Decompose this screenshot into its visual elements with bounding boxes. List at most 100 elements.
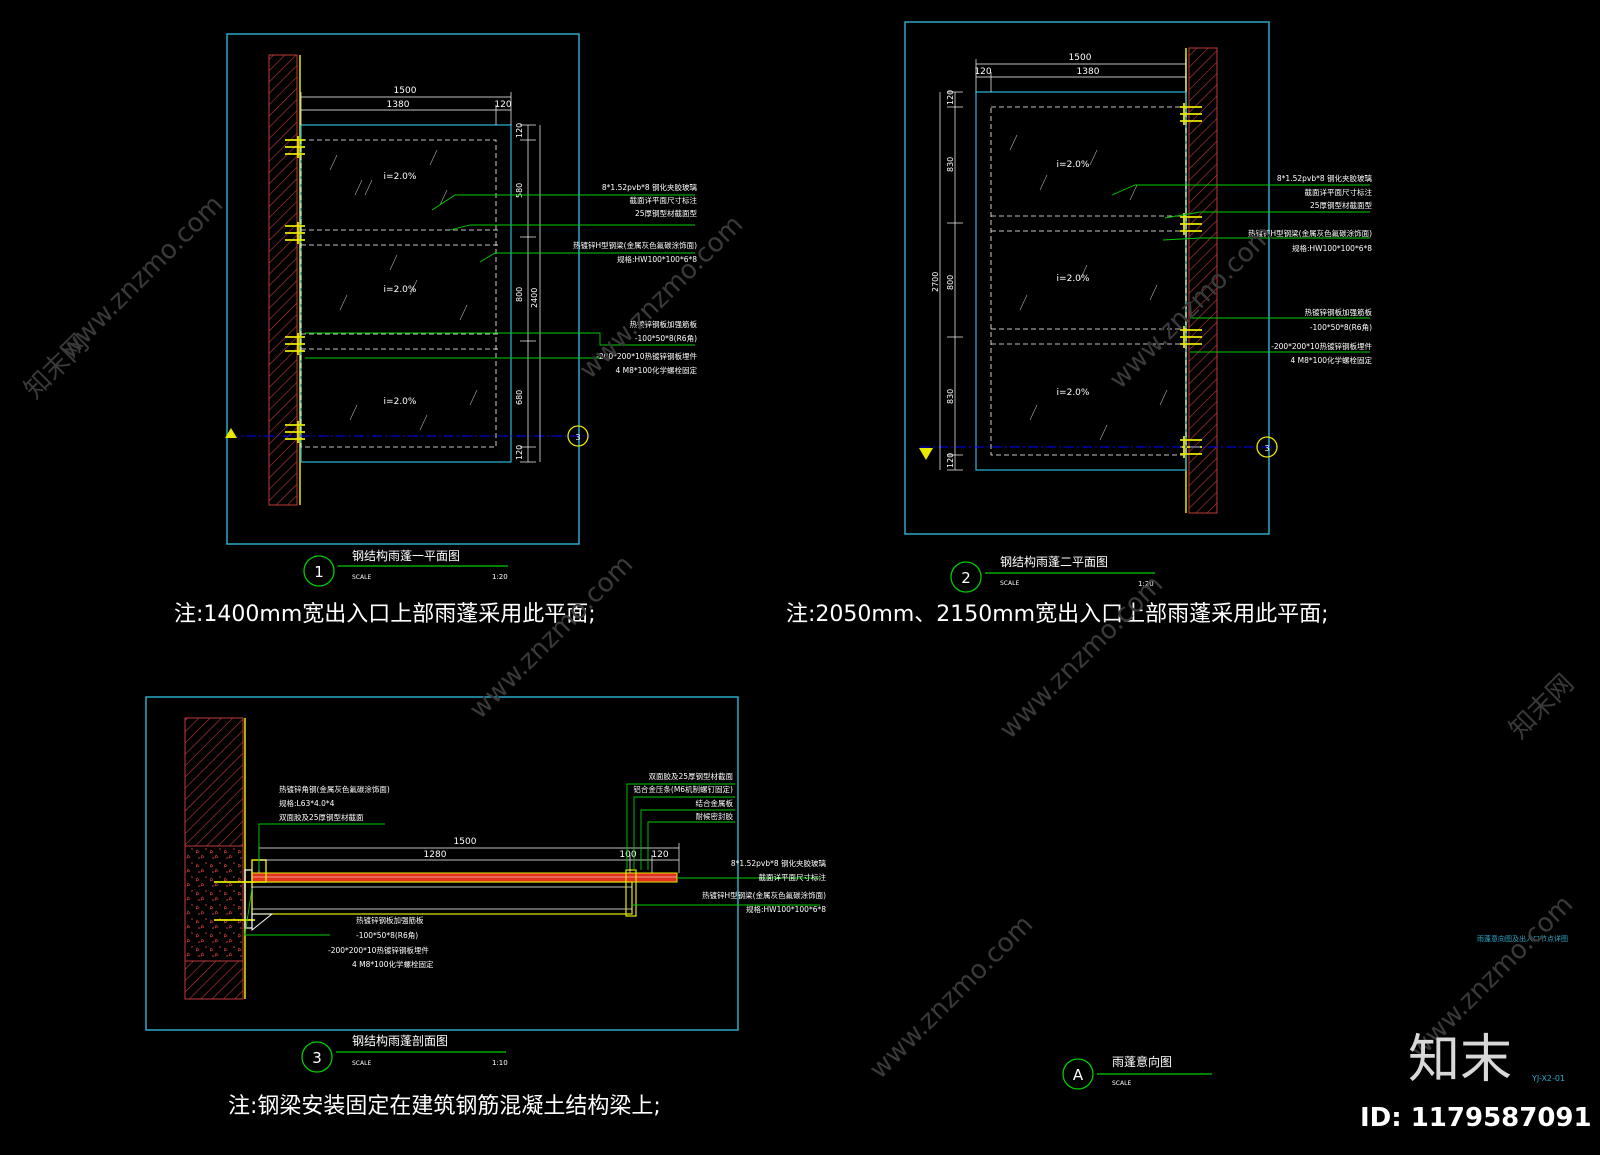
view1-dim-right: 120 <box>515 123 524 138</box>
view2-slope: i=2.0% <box>1057 388 1090 398</box>
view1-axis-marker <box>567 425 589 447</box>
view1-plan: 3 1500 1380 120 120 580 800 680 120 2400… <box>174 33 698 627</box>
callout-line: 热镀锌H型钢梁(金属灰色氟碳涂饰面) <box>1248 228 1372 238</box>
view3-rib-plate <box>251 913 274 932</box>
callout-line: 截面详平面尺寸标注 <box>759 872 827 882</box>
sheet-code: YJ-X2-01 <box>1531 1074 1565 1083</box>
view3-frame <box>145 696 739 1031</box>
watermark-id: ID: 1179587091 <box>1360 1103 1592 1133</box>
view2-slope: i=2.0% <box>1057 160 1090 170</box>
view2-axis-triangle-icon <box>919 448 933 460</box>
view1-dim-right: 580 <box>515 183 524 198</box>
view1-dim-right: 800 <box>515 287 524 302</box>
view1-dim-lines <box>300 92 541 463</box>
view1-canopy-inner <box>300 139 497 448</box>
view3-scale-label: SCALE <box>352 1060 371 1067</box>
watermark-site: www.znzmo.com <box>994 570 1169 745</box>
callout-line: 热镀锌H型钢梁(金属灰色氟碳涂饰面) <box>702 890 826 900</box>
callout-line: 规格:HW100*100*6*8 <box>1292 243 1372 253</box>
view3-wall-beam <box>184 845 244 962</box>
callout-line: 热镀锌钢板加强筋板 <box>1305 307 1373 317</box>
callout-line: 热镀锌角钢(金属灰色氟碳涂饰面) <box>279 784 390 794</box>
view3-dim-top-b: 100 <box>619 850 636 860</box>
view1-bolts <box>285 136 305 443</box>
view1-dim-total: 2400 <box>530 288 539 308</box>
view1-dim-right: 680 <box>515 390 524 405</box>
viewA-title: 雨蓬意向图 <box>1112 1054 1172 1069</box>
view1-callout-glass: 8*1.52pvb*8 钢化夹胶玻璃 截面详平面尺寸标注 25厚钢型材截面型 <box>602 182 698 218</box>
view2-dim-left: 800 <box>946 275 955 290</box>
view3-wall-upper <box>184 717 244 847</box>
view1-scale-label: SCALE <box>352 574 371 581</box>
view2-bolts <box>1180 103 1202 458</box>
view1-leaders <box>305 194 695 359</box>
view2-dim-top-total: 1500 <box>1069 53 1092 63</box>
callout-line: 规格:L63*4.0*4 <box>279 798 335 808</box>
view3-callout-right: 8*1.52pvb*8 钢化夹胶玻璃 截面详平面尺寸标注 热镀锌H型钢梁(金属灰… <box>702 858 826 914</box>
view2-dim-left: 120 <box>946 453 955 468</box>
view1-badge-number: 1 <box>314 563 324 581</box>
view1-scale-value: 1:20 <box>492 573 508 581</box>
view3-badge-number: 3 <box>312 1049 322 1067</box>
view1-note: 注:1400mm宽出入口上部雨蓬采用此平面; <box>174 602 596 627</box>
callout-line: -100*50*8(R6角) <box>1310 322 1372 332</box>
callout-line: 截面详平面尺寸标注 <box>1305 187 1373 197</box>
view2-plan: 3 1500 120 1380 120 830 800 830 120 2700… <box>786 21 1373 627</box>
watermark-site: www.znzmo.com <box>864 910 1039 1085</box>
viewA-side-text: 雨蓬意向图及出入口节点详图 <box>1477 934 1568 943</box>
view1-axis-label: 3 <box>575 433 580 442</box>
view3-dim-top-total: 1500 <box>454 837 477 847</box>
view1-axis-triangle-icon <box>225 428 237 438</box>
view2-dim-left: 120 <box>946 90 955 105</box>
view2-dim-total: 2700 <box>931 272 940 292</box>
view3-callout-bottom: 热镀锌钢板加强筋板 -100*50*8(R6角) -200*200*10热镀锌钢… <box>328 915 434 969</box>
callout-line: 8*1.52pvb*8 钢化夹胶玻璃 <box>1277 173 1373 183</box>
view3-anchor-bolts <box>214 881 255 921</box>
callout-line: -200*200*10热镀锌钢板埋件 <box>1271 341 1372 351</box>
view1-dim-right: 120 <box>515 445 524 460</box>
view1-dim-top-b: 120 <box>494 100 511 110</box>
viewA-intent: 雨蓬意向图及出入口节点详图 A 雨蓬意向图 SCALE <box>1062 934 1568 1090</box>
view1-dim-top-total: 1500 <box>394 86 417 96</box>
view3-end-cap <box>625 869 637 917</box>
view1-callout-beam: 热镀锌H型钢梁(金属灰色氟碳涂饰面) 规格:HW100*100*6*8 <box>573 240 697 264</box>
view2-callout-beam: 热镀锌H型钢梁(金属灰色氟碳涂饰面) 规格:HW100*100*6*8 <box>1248 228 1372 253</box>
view2-dim-top-b: 1380 <box>1077 67 1100 77</box>
view2-title: 钢结构雨蓬二平面图 <box>1000 554 1108 569</box>
callout-line: 4 M8*100化学螺栓固定 <box>1291 355 1373 365</box>
view1-title: 钢结构雨蓬一平面图 <box>352 548 460 563</box>
view1-glass-hatch <box>329 149 478 431</box>
view3-scale-value: 1:10 <box>492 1059 508 1067</box>
view2-canopy-inner <box>990 106 1187 456</box>
view2-slope: i=2.0% <box>1057 274 1090 284</box>
callout-line: 双面胶及25厚钢型材截面 <box>648 771 733 781</box>
view1-badge <box>303 555 335 587</box>
viewA-badge <box>1062 1058 1094 1090</box>
view2-wall <box>1188 47 1218 514</box>
view3-h-beam <box>251 881 633 915</box>
view1-slope: i=2.0% <box>384 397 417 407</box>
callout-line: 耐候密封胶 <box>696 811 734 821</box>
callout-line: -100*50*8(R6角) <box>356 930 418 940</box>
callout-line: 25厚钢型材截面型 <box>635 208 698 218</box>
view2-callout-glass: 8*1.52pvb*8 钢化夹胶玻璃 截面详平面尺寸标注 25厚钢型材截面型 <box>1277 173 1373 210</box>
view2-dim-left: 830 <box>946 157 955 172</box>
watermark-site: www.znzmo.com <box>464 550 639 725</box>
view2-glass-hatch <box>1009 134 1168 441</box>
view3-dim-top-a: 1280 <box>424 850 447 860</box>
view3-leaders <box>244 783 820 936</box>
view2-axis-marker <box>1256 436 1278 458</box>
view2-dim-lines <box>939 59 1187 471</box>
view2-badge <box>950 561 982 593</box>
callout-line: 规格:HW100*100*6*8 <box>617 254 697 264</box>
viewA-scale-label: SCALE <box>1112 1080 1131 1087</box>
callout-line: 规格:HW100*100*6*8 <box>746 904 826 914</box>
view2-frame <box>904 21 1270 535</box>
callout-line: -200*200*10热镀锌钢板埋件 <box>328 945 429 955</box>
callout-line: -200*200*10热镀锌钢板埋件 <box>596 351 697 361</box>
view3-section: 1500 1280 100 120 热镀锌角钢(金属灰色氟碳涂饰面) 规格:L6… <box>145 696 826 1119</box>
view3-title: 钢结构雨蓬剖面图 <box>352 1033 448 1048</box>
callout-line: 热镀锌H型钢梁(金属灰色氟碳涂饰面) <box>573 240 697 250</box>
view3-glass <box>251 872 678 883</box>
